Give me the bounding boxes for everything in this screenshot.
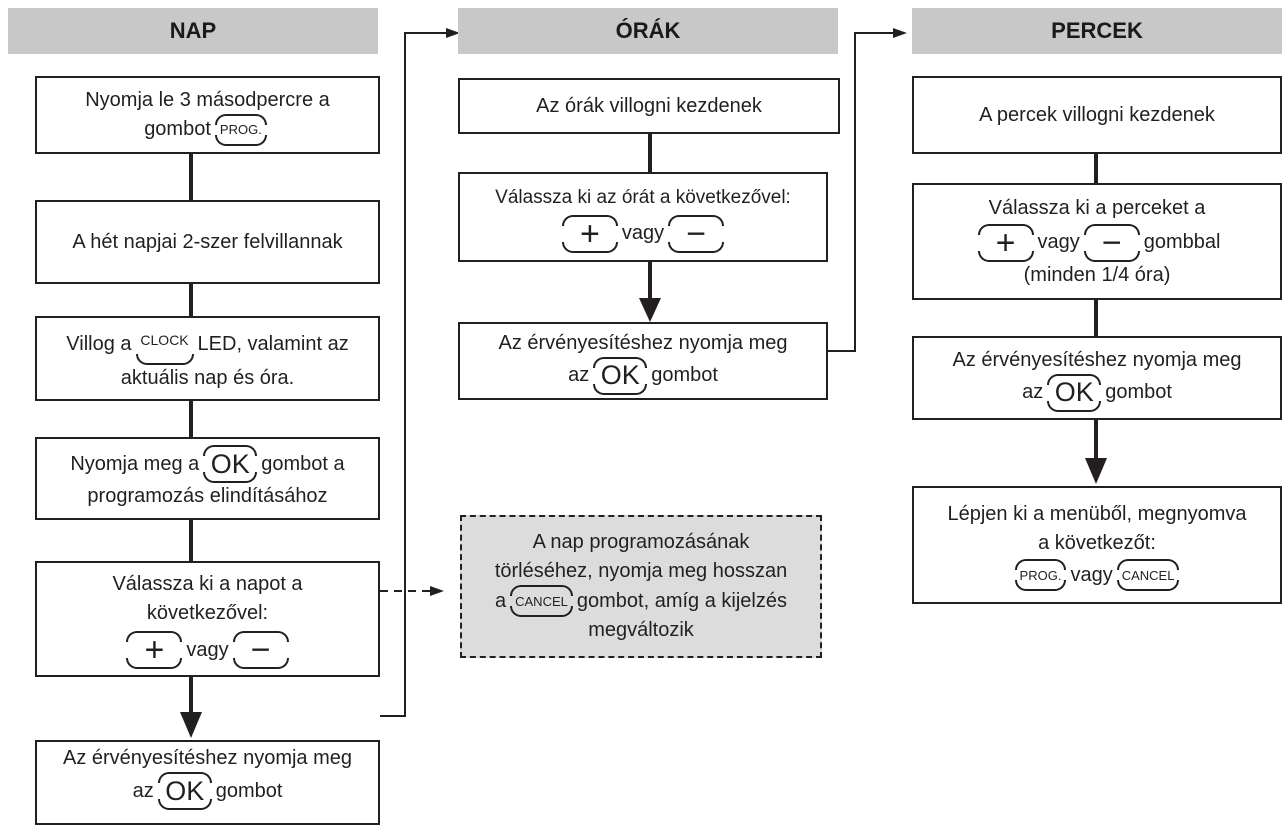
orak-step-select-hour: Válassza ki az órát a következővel: + va… — [458, 172, 828, 262]
percek-step-select-minutes: Válassza ki a perceket a + vagy − gombba… — [912, 183, 1282, 300]
nap-arrowhead — [180, 712, 202, 738]
step-text: gombot — [651, 364, 718, 386]
step-text: következővel: — [146, 602, 269, 624]
prog-button-icon: PROG. — [214, 113, 267, 146]
step-text: A hét napjai 2-szer felvillannak — [72, 230, 343, 253]
link-arrowhead-orak — [446, 28, 460, 38]
step-text: Lépjen ki a menüből, megnyomva — [947, 503, 1247, 525]
column-header-percek: PERCEK — [912, 8, 1282, 54]
step-text: gombbal — [1143, 231, 1221, 253]
plus-button-icon: + — [561, 214, 618, 253]
step-text: (minden 1/4 óra) — [1023, 263, 1171, 286]
orak-to-percek-link — [828, 32, 895, 352]
step-text: a következőt: — [1038, 532, 1156, 554]
step-text: gombot a — [261, 452, 345, 475]
step-text: gombot — [144, 118, 211, 140]
step-text: Az érvényesítéshez nyomja meg — [498, 331, 788, 354]
step-text: Az órák villogni kezdenek — [536, 94, 762, 117]
orak-note-cancel-day: A nap programozásának törléséhez, nyomja… — [460, 515, 822, 658]
nap-step-select-day: Válassza ki a napot a következővel: + va… — [35, 561, 380, 677]
ok-button-icon: OK — [593, 356, 648, 395]
step-text: Válassza ki a napot a — [112, 573, 303, 595]
ok-button-icon: OK — [1047, 373, 1102, 412]
link-arrowhead-cancel — [430, 586, 444, 596]
nap-step-days-flash: A hét napjai 2-szer felvillannak — [35, 200, 380, 284]
step-text: vagy — [1037, 231, 1080, 253]
nap-step-hold-prog: Nyomja le 3 másodpercre a gombot PROG. — [35, 76, 380, 154]
cancel-button-icon: CANCEL — [1116, 559, 1180, 591]
step-text: gombot, amíg a kijelzés — [576, 589, 787, 612]
percek-step-minutes-flash: A percek villogni kezdenek — [912, 76, 1282, 154]
step-text: aktuális nap és óra. — [120, 367, 295, 389]
nap-to-orak-link — [380, 32, 448, 717]
step-text: vagy — [621, 222, 665, 244]
step-text: Az érvényesítéshez nyomja meg — [62, 747, 353, 769]
plus-button-icon: + — [126, 631, 183, 669]
orak-arrowhead — [639, 298, 661, 322]
step-text: az — [132, 779, 154, 802]
minus-button-icon: − — [668, 214, 725, 253]
orak-step-hours-flash: Az órák villogni kezdenek — [458, 78, 840, 134]
step-text: törléséhez, nyomja meg hosszan — [494, 560, 788, 582]
step-text: Válassza ki az órát a következővel: — [495, 186, 791, 208]
step-text: LED, valamint az — [197, 332, 349, 355]
minus-button-icon: − — [232, 631, 289, 669]
column-header-orak: ÓRÁK — [458, 8, 838, 54]
percek-step-confirm-ok: Az érvényesítéshez nyomja meg az OK gomb… — [912, 336, 1282, 420]
link-arrowhead-percek — [893, 28, 907, 38]
step-text: vagy — [1070, 563, 1113, 586]
orak-step-confirm-ok: Az érvényesítéshez nyomja meg az OK gomb… — [458, 322, 828, 400]
step-text: az — [1022, 381, 1044, 403]
step-text: Nyomja le 3 másodpercre a — [85, 88, 330, 111]
column-header-nap: NAP — [8, 8, 378, 54]
step-text: A percek villogni kezdenek — [979, 103, 1215, 126]
step-text: Az érvényesítéshez nyomja meg — [952, 348, 1242, 371]
step-text: a — [495, 589, 507, 612]
minus-button-icon: − — [1083, 223, 1140, 262]
step-text: vagy — [186, 638, 229, 661]
percek-step-exit-menu: Lépjen ki a menüből, megnyomva a követke… — [912, 486, 1282, 604]
step-text: programozás elindításához — [87, 485, 328, 507]
step-text: Nyomja meg a — [70, 452, 200, 475]
step-text: A nap programozásának — [532, 531, 750, 553]
nap-step-clock-led: Villog a CLOCK LED, valamint az aktuális… — [35, 316, 380, 401]
percek-arrowhead — [1085, 458, 1107, 484]
prog-button-icon: PROG. — [1014, 559, 1067, 591]
ok-button-icon: OK — [157, 772, 212, 810]
step-text: megváltozik — [588, 619, 694, 641]
step-text: gombot — [215, 779, 283, 802]
clock-button-icon: CLOCK — [135, 324, 194, 365]
step-text: az — [568, 364, 590, 386]
step-text: Válassza ki a perceket a — [988, 196, 1206, 219]
ok-button-icon: OK — [203, 445, 258, 483]
plus-button-icon: + — [977, 223, 1034, 262]
step-text: gombot — [1105, 381, 1172, 403]
nap-step-confirm-ok: Az érvényesítéshez nyomja meg az OK gomb… — [35, 740, 380, 825]
cancel-button-icon: CANCEL — [510, 585, 573, 617]
step-text: Villog a — [66, 332, 132, 355]
nap-step-press-ok-start: Nyomja meg a OK gombot a programozás eli… — [35, 437, 380, 520]
